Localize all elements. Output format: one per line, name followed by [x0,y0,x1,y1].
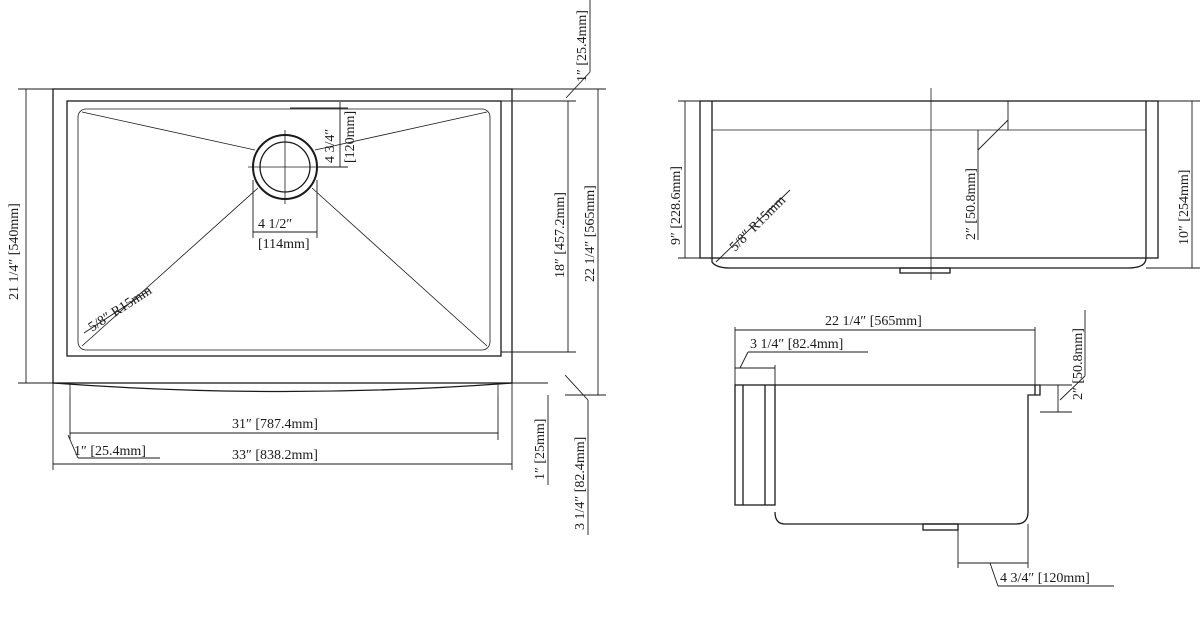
slope-line-bl [81,187,259,347]
overall-height-label: 21 1/4″ [540mm] [7,203,22,300]
bottom-offset-label: 1″ [25mm] [533,419,548,480]
slope-line-br [311,187,488,347]
section-bowl [774,384,1041,525]
section-view: 22 1/4″ [565mm] 3 1/4″ [82.4mm] 2″ [50.8… [734,310,1114,587]
side-view: 9″ [228.6mm] 5/8″ R15mm 2″ [50.8mm] 10″ … [669,88,1200,280]
section-ledge-leader [1059,375,1086,401]
apron-curve [52,382,513,393]
sink-bowl-inner [77,108,491,351]
sink-outline [52,88,513,384]
apron-block [734,384,776,506]
inner-depth-label: 18″ [457.2mm] [553,192,568,278]
section-apron-label: 3 1/4″ [82.4mm] [750,337,843,352]
side-depth-right-label: 10″ [254mm] [1177,170,1192,245]
drain-diameter-label: 4 1/2″ [258,217,292,232]
sink-bowl-outer [66,100,502,357]
slope-line-tl [81,111,256,151]
side-outline [699,100,1159,259]
section-width-label: 22 1/4″ [565mm] [825,314,922,329]
side-corner-radius-label: 5/8″ R15mm [727,193,789,255]
drain-offset-mm-label: [120mm] [343,111,358,163]
drain-diameter-mm-label: [114mm] [258,237,310,252]
slope-line-tr [314,111,488,151]
top-offset-leader [565,71,591,99]
outer-depth-label: 22 1/4″ [565mm] [583,185,598,282]
apron-depth-label: 3 1/4″ [82.4mm] [573,437,588,530]
section-drain-label: 4 3/4″ [120mm] [1000,571,1090,586]
side-radius-leader [715,189,791,263]
section-drain-leader [989,562,999,587]
section-drain-stub [922,523,959,531]
top-view: 4 1/2″ [114mm] 4 3/4″ [120mm] 5/8″ R15mm… [7,0,606,535]
side-depth-left-label: 9″ [228.6mm] [669,166,684,245]
side-ledge-label: 2″ [50.8mm] [964,168,979,240]
top-offset-label: 1″ [25.4mm] [575,10,590,82]
left-offset-leader [67,434,79,459]
left-offset-label: 1″ [25.4mm] [74,444,146,459]
side-drain-stub [899,267,951,274]
drain-offset-label: 4 3/4″ [323,129,338,163]
corner-radius-leader [83,289,151,334]
inner-width-label: 31″ [787.4mm] [232,417,318,432]
corner-radius-label: 5/8″ R15mm [86,283,155,335]
side-ledge-leader [977,119,1009,151]
section-apron-leader [739,351,749,369]
total-width-label: 33″ [838.2mm] [232,448,318,463]
apron-leader [564,374,589,401]
section-ledge-label: 2″ [50.8mm] [1071,328,1086,400]
side-bowl-bottom [711,257,1147,269]
